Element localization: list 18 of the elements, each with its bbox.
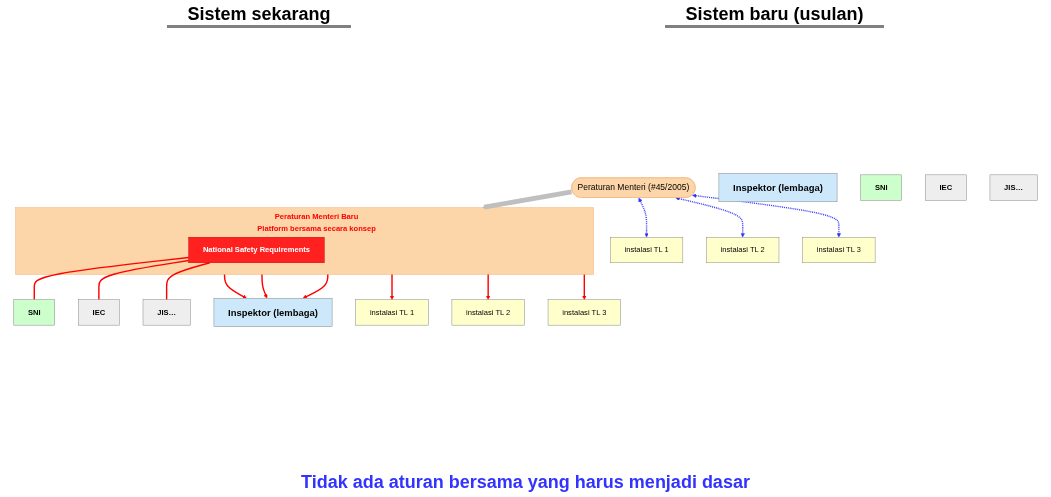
arrow: [638, 197, 649, 238]
section-heading: Sistem baru (usulan): [665, 4, 884, 28]
section-heading: Sistem sekarang: [167, 4, 351, 28]
connector: [33, 256, 190, 301]
connector: [165, 262, 211, 301]
arrow: [302, 273, 329, 299]
arrow: [675, 196, 745, 238]
arrow: [389, 273, 395, 300]
connector: [98, 259, 190, 301]
node-box: Inspektor (lembaga): [213, 298, 333, 327]
arrow: [582, 273, 587, 300]
arrow: [482, 189, 572, 210]
node-box: Inspektor (lembaga): [718, 173, 838, 202]
arrow: [486, 273, 491, 300]
arrow: [261, 273, 268, 299]
arrow: [223, 273, 247, 299]
arrow: [692, 193, 841, 238]
note-text: Tidak ada aturan bersama yang harus menjadi dasar: [300, 472, 751, 493]
